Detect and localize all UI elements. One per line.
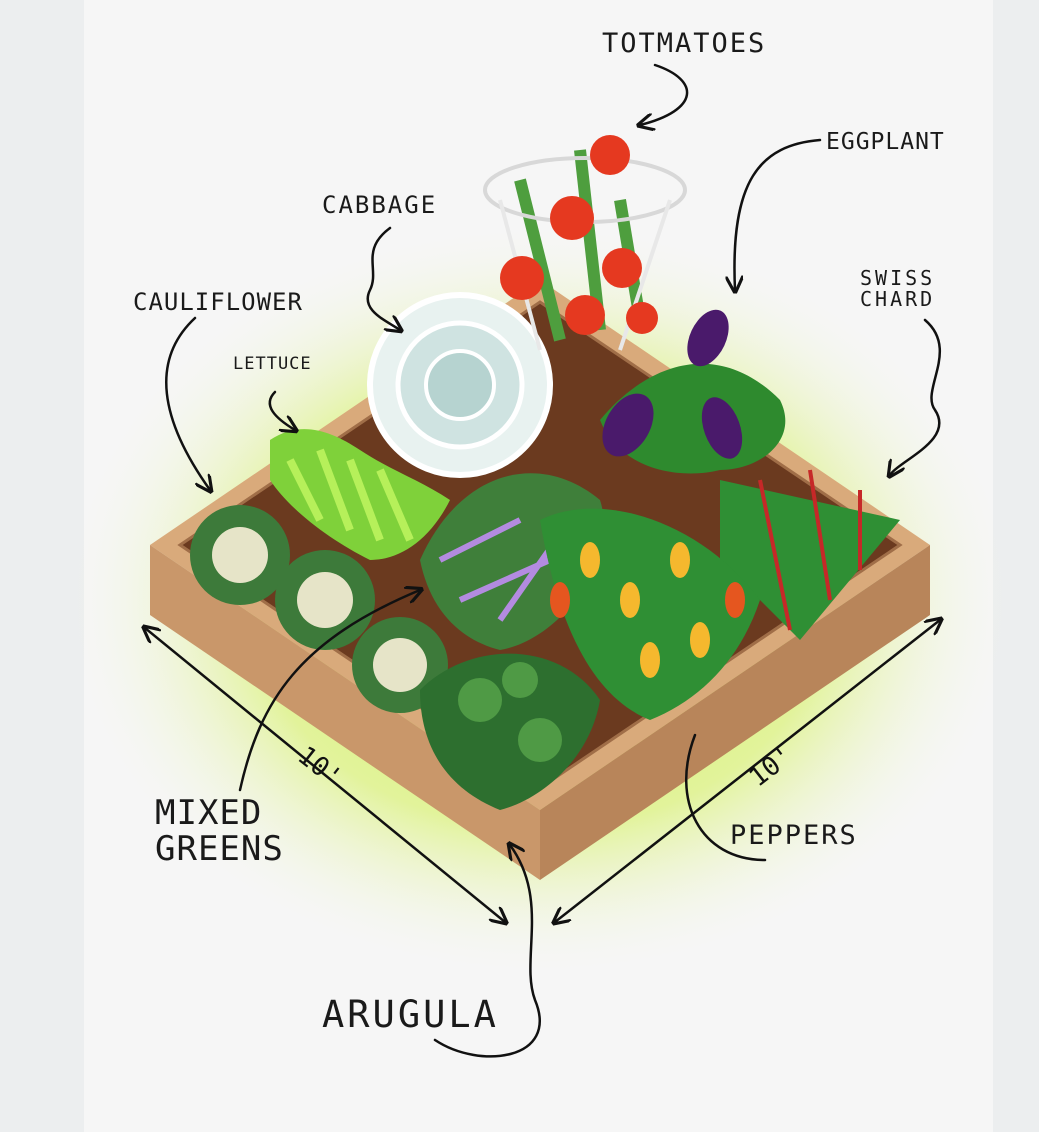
tomatoes-label: TOTMATOES xyxy=(602,28,767,59)
tomato-plant xyxy=(483,135,687,351)
cauliflower-label: CAULIFLOWER xyxy=(133,288,303,316)
swiss-chard-plants xyxy=(720,469,900,640)
swiss-chard-label-line-1: SWISS xyxy=(860,266,936,290)
lettuce-label: LETTUCE xyxy=(233,354,312,374)
swiss-chard-label-line-2: CHARD xyxy=(860,287,936,311)
mixed-greens-label-line-2: GREENS xyxy=(155,828,284,869)
lettuce-plants xyxy=(270,429,450,560)
mixed-greens-label: MIXED GREENS xyxy=(155,793,284,869)
eggplant-plant xyxy=(600,309,786,474)
dimension-arrows xyxy=(145,620,940,922)
cabbage-plant xyxy=(367,292,553,478)
arugula-label: ARUGULA xyxy=(322,993,499,1036)
swiss-chard-label: SWISS CHARD xyxy=(860,268,935,310)
cabbage-label: CABBAGE xyxy=(322,191,438,219)
peppers-label: PEPPERS xyxy=(730,820,858,851)
mixed-greens-label-line-1: MIXED xyxy=(155,793,263,833)
eggplant-label: EGGPLANT xyxy=(826,129,945,155)
